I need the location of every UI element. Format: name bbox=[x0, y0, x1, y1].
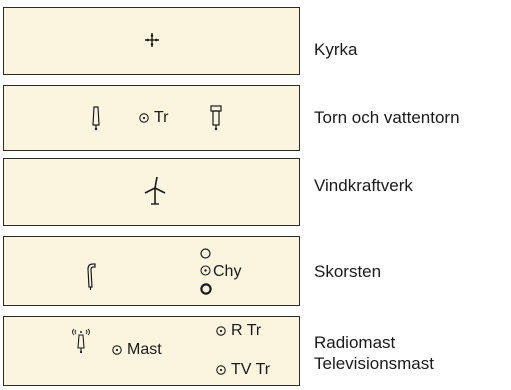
legend-label-wind: Vindkraftverk bbox=[314, 176, 413, 195]
legend-label-chimney: Skorsten bbox=[314, 262, 382, 281]
water-tower-icon bbox=[210, 105, 222, 131]
tower-symbol-text: Tr bbox=[154, 109, 169, 126]
legend-label-tower: Torn och vattentorn bbox=[314, 108, 460, 127]
tower-icon bbox=[92, 106, 100, 131]
mast-point-icon bbox=[112, 345, 122, 355]
legend-swatch-church bbox=[3, 7, 300, 75]
legend-label-church: Kyrka bbox=[314, 40, 358, 59]
tv-tower-symbol-text: TV Tr bbox=[231, 361, 271, 378]
chimney-icon bbox=[87, 263, 96, 290]
tower-point-icon bbox=[139, 113, 149, 123]
legend-swatch-wind bbox=[3, 158, 300, 226]
legend-label-radio-mast: Radiomast bbox=[314, 333, 396, 352]
chimney-circle-icon bbox=[200, 248, 211, 259]
chimney-bold-circle-icon bbox=[200, 283, 212, 295]
radio-tower-point-icon bbox=[216, 326, 226, 336]
chimney-point-icon bbox=[200, 265, 211, 276]
legend-label-tv-mast: Televisionsmast bbox=[314, 354, 434, 373]
chimney-symbol-text: Chy bbox=[213, 263, 242, 280]
wind-turbine-icon bbox=[144, 176, 166, 205]
legend-swatch-chimney: Chy bbox=[3, 236, 300, 306]
legend-swatch-tower: Tr bbox=[3, 85, 300, 151]
tv-tower-point-icon bbox=[216, 365, 226, 375]
radio-mast-icon bbox=[72, 328, 90, 354]
radio-tower-symbol-text: R Tr bbox=[231, 322, 262, 339]
church-icon bbox=[145, 33, 159, 47]
legend-swatch-mast: Mast R Tr TV Tr bbox=[3, 316, 300, 386]
mast-symbol-text: Mast bbox=[127, 341, 162, 358]
